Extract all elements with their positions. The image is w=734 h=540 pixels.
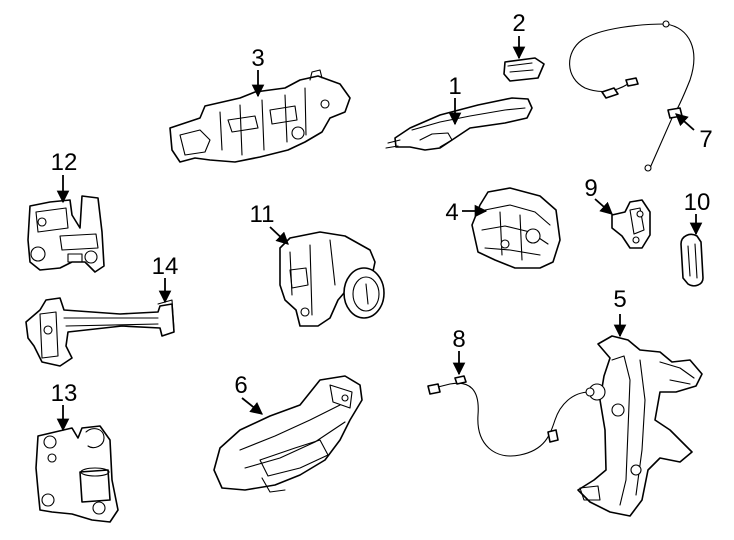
part-4-latch [471,187,561,269]
part-11-lock-cylinder [279,231,385,327]
callout-label-1: 1 [448,73,461,100]
callout-label-7: 7 [699,126,712,153]
part-13-lower-hinge [35,425,119,523]
callout-leaders [56,36,703,432]
callout-label-11: 11 [250,201,275,228]
part-3-handle-reinforcement [169,69,351,163]
leader-9 [594,198,613,215]
callout-label-12: 12 [51,149,78,176]
callout-label-13: 13 [51,380,78,407]
callout-label-3: 3 [251,45,264,72]
part-12-upper-hinge [27,195,105,273]
part-2-handle-cap [503,57,545,82]
callout-label-5: 5 [613,286,626,313]
callout-label-4: 4 [445,199,458,226]
callout-label-14: 14 [152,253,179,280]
part-9-latch-striker [611,199,651,249]
part-1-outside-handle [385,97,533,151]
callout-label-8: 8 [452,326,465,353]
part-8-inside-handle-cable [427,375,595,457]
callout-labels: 1 2 3 4 5 6 7 8 9 10 11 12 13 14 [51,10,713,407]
callout-label-2: 2 [512,10,525,37]
part-6-inside-handle [213,375,363,493]
leader-11 [269,226,289,245]
part-5-inside-handle-bracket [577,335,703,517]
part-10-striker-cover [680,233,704,287]
leader-7 [675,113,695,131]
part-14-door-check [25,297,175,367]
callout-label-10: 10 [684,189,711,216]
callout-label-6: 6 [234,372,247,399]
callout-label-9: 9 [584,175,597,202]
part-7-outside-handle-cable [569,20,695,172]
leader-6 [241,397,263,415]
